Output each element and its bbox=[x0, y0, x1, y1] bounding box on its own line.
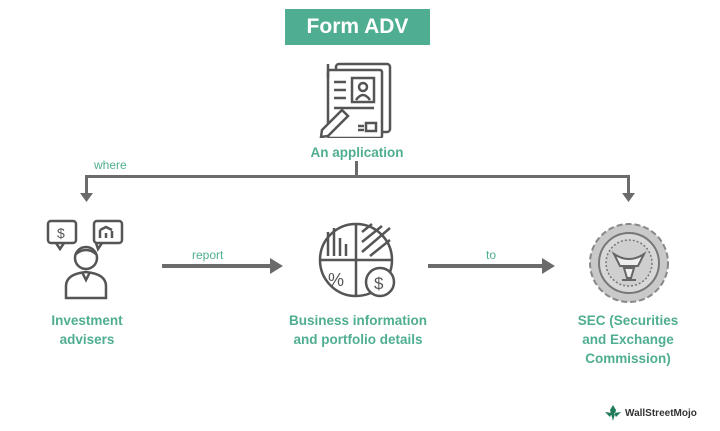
connector-bar bbox=[85, 175, 630, 178]
arrowhead-right-icon bbox=[542, 258, 555, 274]
svg-text:%: % bbox=[328, 270, 344, 290]
arrow-report bbox=[162, 264, 272, 268]
connector-left bbox=[85, 175, 88, 195]
edge-label-report: report bbox=[192, 248, 224, 262]
investment-adviser-icon: $ bbox=[46, 219, 124, 300]
svg-text:$: $ bbox=[374, 274, 384, 293]
advisers-line-2: advisers bbox=[59, 332, 115, 347]
arrowhead-down-icon bbox=[80, 193, 93, 202]
application-form-icon bbox=[319, 62, 392, 138]
arrowhead-down-icon bbox=[622, 193, 635, 202]
node-advisers-label: Investment advisers bbox=[22, 311, 152, 349]
business-line-1: Business information bbox=[288, 313, 428, 328]
business-line-2: and portfolio details bbox=[293, 332, 423, 347]
advisers-line-1: Investment bbox=[51, 313, 123, 328]
wallstreetmojo-logo: WallStreetMojo bbox=[604, 404, 697, 422]
logo-text: WallStreetMojo bbox=[625, 407, 697, 419]
sec-seal-icon bbox=[589, 223, 669, 303]
node-business-label: Business information and portfolio detai… bbox=[272, 311, 444, 349]
diagram-title: Form ADV bbox=[285, 9, 430, 45]
edge-label-to: to bbox=[486, 248, 497, 262]
sec-line-3: Commission) bbox=[585, 351, 671, 366]
svg-text:$: $ bbox=[57, 225, 65, 241]
sec-line-2: and Exchange bbox=[582, 332, 674, 347]
arrow-to bbox=[428, 264, 544, 268]
connector-right bbox=[627, 175, 630, 195]
logo-mark-icon bbox=[605, 405, 621, 421]
sec-line-1: SEC (Securities bbox=[577, 313, 679, 328]
business-pie-chart-icon: % $ bbox=[318, 222, 396, 298]
node-sec-label: SEC (Securities and Exchange Commission) bbox=[560, 311, 696, 368]
node-application-label: An application bbox=[310, 145, 404, 160]
connector-stem bbox=[355, 161, 358, 177]
arrowhead-right-icon bbox=[270, 258, 283, 274]
edge-label-where: where bbox=[94, 158, 127, 172]
